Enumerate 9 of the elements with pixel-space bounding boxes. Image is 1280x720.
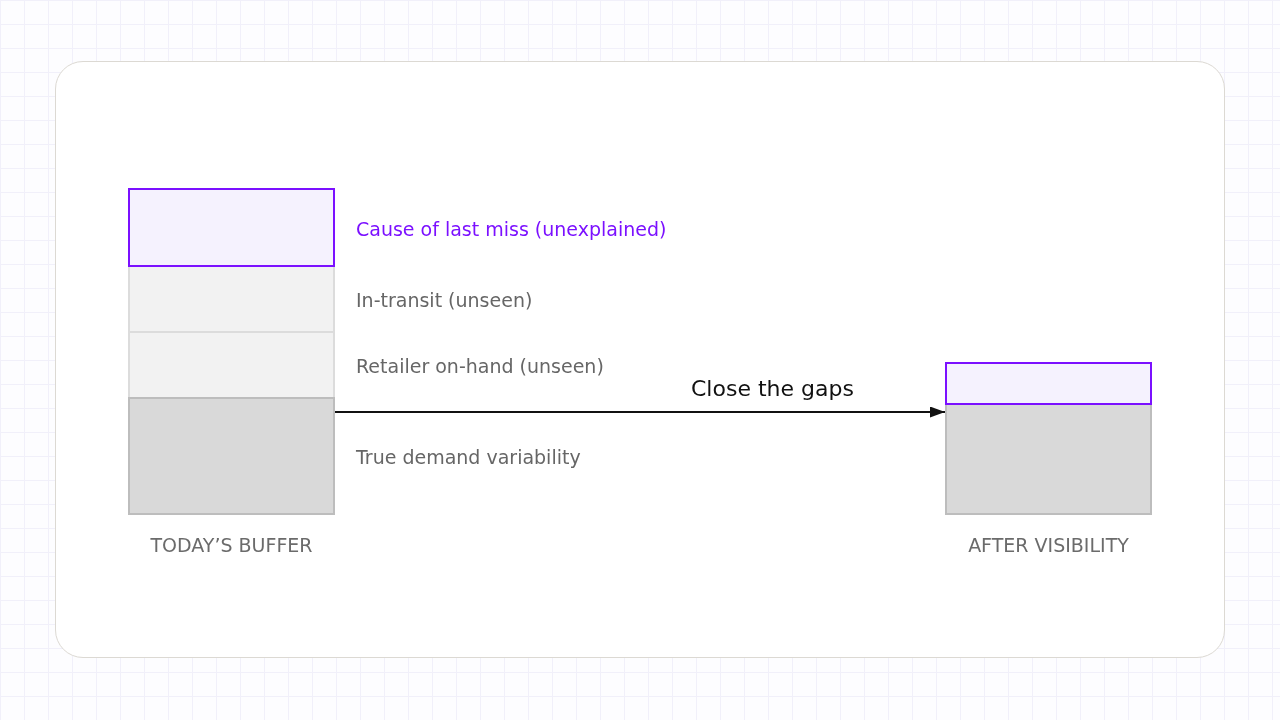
bar-segment	[945, 362, 1152, 405]
segment-label: Cause of last miss (unexplained)	[356, 218, 667, 241]
bar-segment	[945, 403, 1152, 515]
stack-caption: AFTER VISIBILITY	[968, 535, 1129, 557]
stack-caption: TODAY’S BUFFER	[150, 535, 313, 557]
segment-label: In-transit (unseen)	[356, 290, 533, 312]
segment-label: Retailer on-hand (unseen)	[356, 356, 604, 378]
segment-label: True demand variability	[356, 447, 581, 469]
arrow	[334, 406, 946, 418]
